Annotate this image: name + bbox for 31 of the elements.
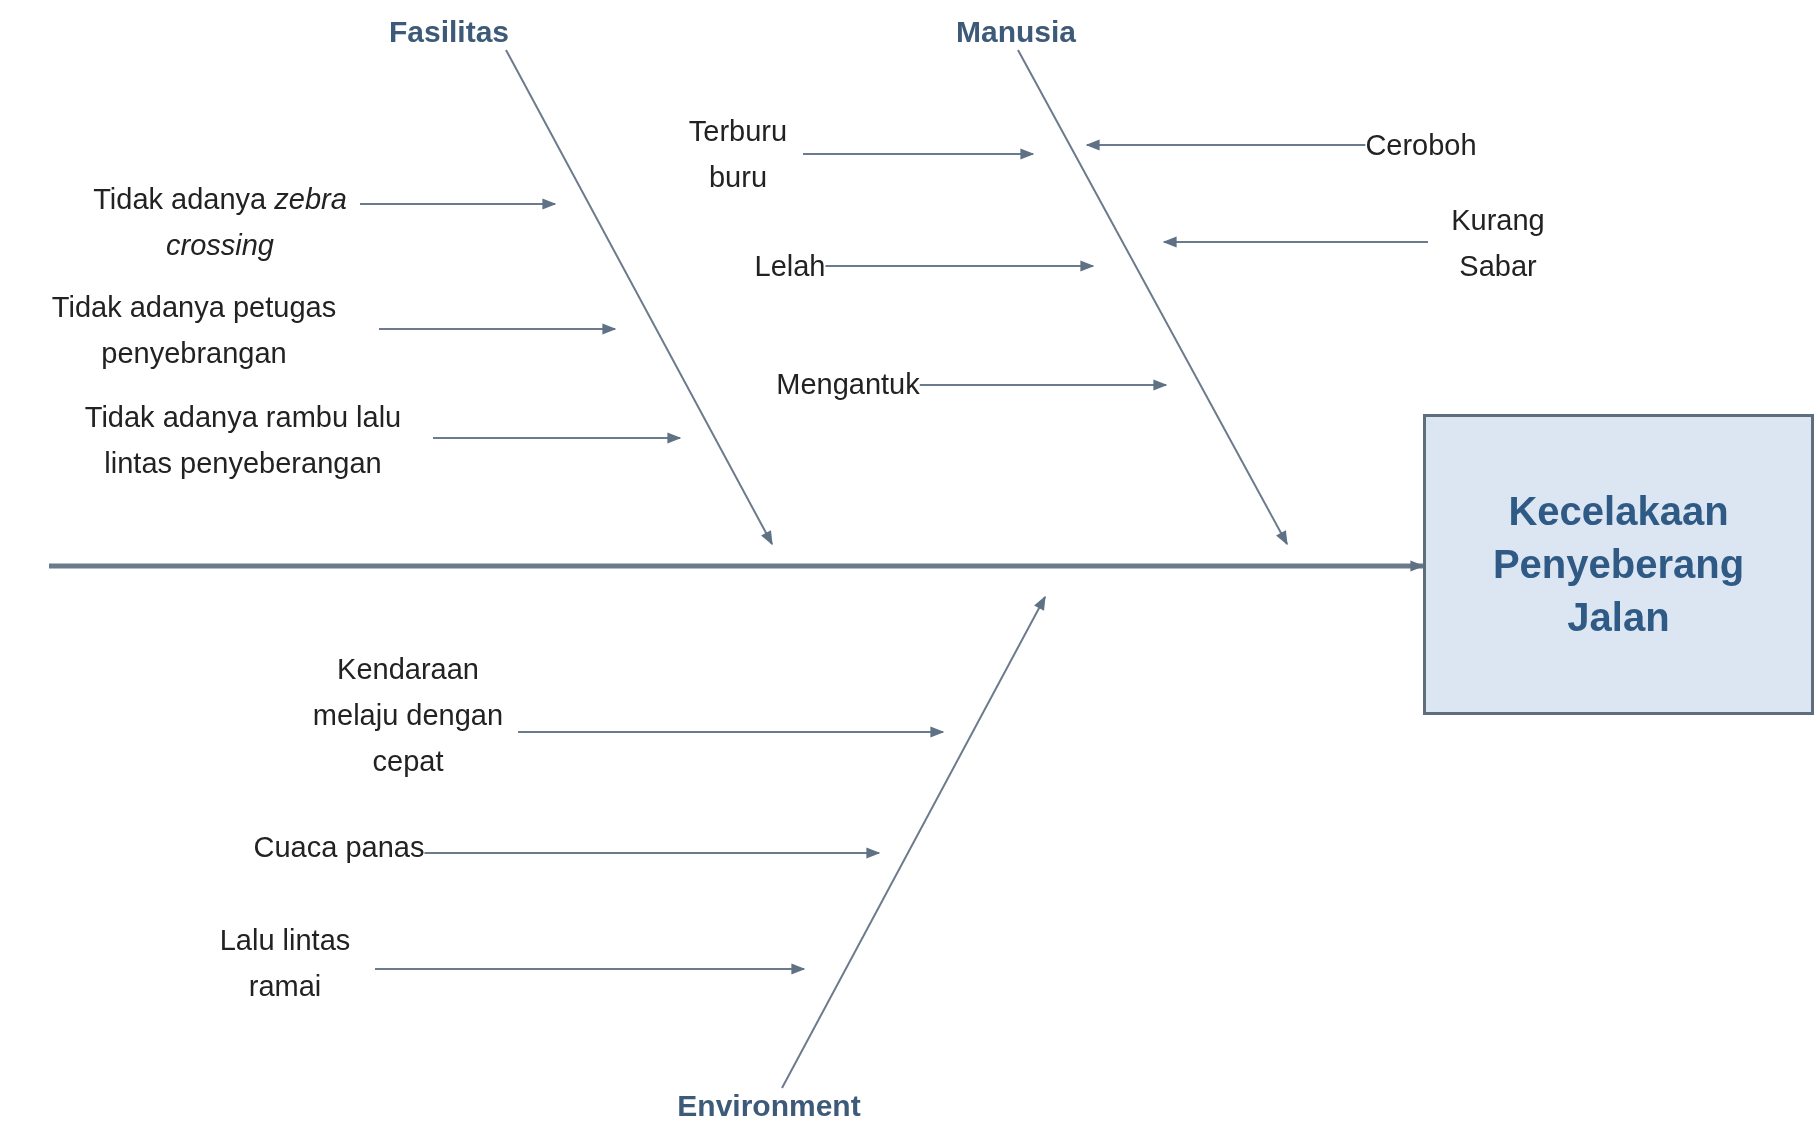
cause-label: Cuaca panas xyxy=(253,824,425,870)
arrow xyxy=(1162,236,1429,248)
arrow xyxy=(918,379,1168,391)
cause-label: Kurang Sabar xyxy=(1428,197,1568,289)
cause-label: Tidak adanya rambu lalu lintas penyeberangan xyxy=(53,394,433,486)
cause-label: Tidak adanya zebra crossing xyxy=(80,176,360,268)
category-label: Manusia xyxy=(956,14,1076,50)
cause-label: Tidak adanya petugas penyebrangan xyxy=(9,284,379,376)
arrow xyxy=(423,847,881,859)
arrow xyxy=(49,560,1425,572)
arrow xyxy=(517,726,945,738)
arrow xyxy=(505,49,773,546)
cause-label: Kendaraan melaju dengan cepat xyxy=(298,646,518,784)
arrow xyxy=(374,963,806,975)
arrow xyxy=(802,148,1035,160)
cause-label: Lalu lintas ramai xyxy=(195,917,375,1009)
cause-label: Lelah xyxy=(754,243,826,289)
arrow xyxy=(824,260,1095,272)
cause-label: Mengantuk xyxy=(776,361,920,407)
category-label: Environment xyxy=(677,1088,861,1124)
arrow xyxy=(359,198,557,210)
cause-label: Terburu buru xyxy=(673,108,803,200)
effect-text: Kecelakaan Penyeberang Jalan xyxy=(1491,488,1746,641)
arrow xyxy=(781,595,1046,1089)
arrow xyxy=(1085,139,1367,151)
arrow xyxy=(378,323,617,335)
cause-label: Ceroboh xyxy=(1365,122,1477,168)
arrow xyxy=(432,432,682,444)
category-label: Fasilitas xyxy=(388,14,510,50)
arrow xyxy=(1017,49,1288,546)
effect-box xyxy=(1423,414,1814,715)
